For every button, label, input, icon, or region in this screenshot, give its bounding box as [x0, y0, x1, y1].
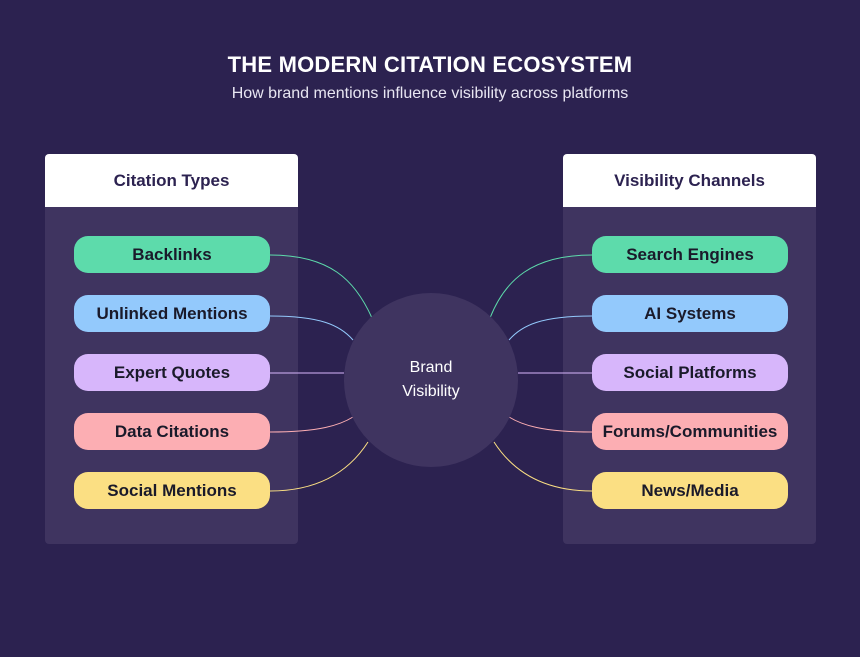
connector-left-3: [269, 416, 354, 433]
citation-type-social-mentions: Social Mentions: [74, 472, 270, 509]
diagram-subtitle: How brand mentions influence visibility …: [231, 85, 629, 102]
channel-ai-systems: AI Systems: [592, 295, 788, 332]
hub-label: Brand Visibility: [402, 359, 460, 400]
visibility-channels-heading: Visibility Channels: [563, 154, 816, 207]
brand-visibility-hub: Brand Visibility: [344, 293, 518, 467]
diagram-title: THE MODERN CITATION ECOSYSTEM: [227, 52, 633, 77]
citation-type-expert-quotes: Expert Quotes: [74, 354, 270, 391]
channel-search-engines: Search Engines: [592, 236, 788, 273]
connector-right-0: [489, 254, 593, 319]
citation-type-backlinks: Backlinks: [74, 236, 270, 273]
citation-types-heading: Citation Types: [45, 154, 298, 207]
connector-left-4: [269, 441, 369, 492]
citation-type-data-citations: Data Citations: [74, 413, 270, 450]
channel-news-media: News/Media: [592, 472, 788, 509]
connector-right-1: [508, 315, 593, 341]
channel-social-platforms: Social Platforms: [592, 354, 788, 391]
citation-type-unlinked-mentions: Unlinked Mentions: [74, 295, 270, 332]
connector-left-1: [269, 315, 354, 341]
connector-right-3: [508, 416, 593, 433]
channel-forums-communities: Forums/Communities: [592, 413, 788, 450]
connector-right-4: [493, 441, 593, 492]
connector-left-0: [269, 254, 373, 319]
